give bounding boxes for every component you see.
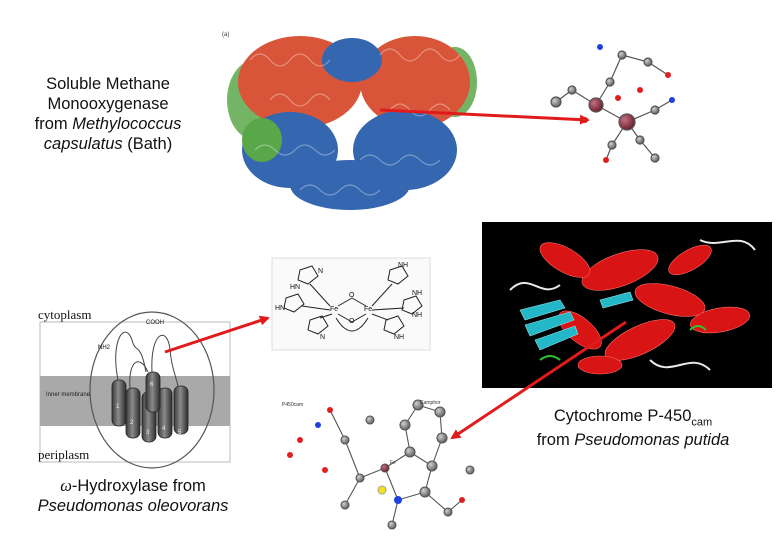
heme-active-site-model [287, 399, 475, 530]
heme-label-camphor: Camphor [420, 400, 441, 406]
mmo-strain: (Bath) [122, 135, 173, 154]
mmo-species: capsulatus [43, 135, 123, 154]
diiron-oxygen-top: O [349, 292, 355, 299]
diiron-atom-10: N [320, 334, 326, 341]
periplasm-label: periplasm [38, 447, 90, 462]
p450-name: Cytochrome P-450 [553, 407, 692, 425]
diiron-fe-left: Fe [330, 306, 339, 313]
helix-number-3: 3 [146, 430, 150, 436]
diiron-atom-2: HN [290, 284, 301, 291]
p450-caption: Cytochrome P-450cam from Pseudomonas put… [498, 406, 768, 450]
cytoplasm-label: cytoplasm [38, 307, 92, 322]
inner-membrane-label: Inner membrane [46, 392, 91, 398]
heme-label-fe: Fe [390, 460, 396, 466]
alkb-caption-line1: ω-Hydroxylase from [8, 476, 258, 496]
helix-number-6: 6 [150, 382, 154, 388]
alkb-caption-line2: Pseudomonas oleovorans [8, 496, 258, 516]
diiron-structure-drawing [271, 257, 431, 351]
diiron-atom-1: N [318, 268, 324, 275]
mmo-protein-structure: (a) [222, 32, 477, 210]
p450-protein-structure [482, 222, 772, 388]
p450-caption-from: from [536, 430, 575, 449]
diiron-oxygen-bottom: O [349, 318, 355, 325]
helix-number-4: 4 [162, 426, 166, 432]
diiron-atom-11: NH [394, 334, 405, 341]
mmo-caption-line2: Monooxygenase [47, 95, 169, 114]
alkb-caption-text: -Hydroxylase from [71, 477, 206, 495]
p450-caption-line2: from Pseudomonas putida [498, 430, 768, 450]
diiron-atom-12: NH [412, 290, 423, 297]
diiron-fe-right: Fe [364, 306, 373, 313]
arrow-p450-to-heme [450, 320, 627, 440]
arrow-mmo-to-active-site [379, 108, 590, 125]
mmo-panel-tag: (a) [222, 32, 229, 38]
diiron-atom-4: HN [275, 305, 286, 312]
mmo-active-site-model [550, 44, 675, 163]
connector-arrows [164, 108, 627, 440]
nh2-label: NH2 [98, 345, 111, 351]
mmo-caption-from: from [34, 115, 73, 134]
alkb-organism: Pseudomonas oleovorans [37, 497, 229, 516]
helix-number-1: 1 [116, 404, 120, 410]
cooh-label: COOH [146, 320, 164, 326]
p450-organism: Pseudomonas putida [574, 430, 730, 449]
helix-number-2: 2 [130, 420, 134, 426]
membrane-topology-figure [39, 311, 231, 469]
arrow-membrane-to-diiron [164, 315, 270, 354]
heme-label-p450cam: P450cam [282, 402, 304, 408]
mmo-caption-line3: from Methylococcus [8, 114, 208, 134]
mmo-caption: Soluble Methane Monooxygenase from Methy… [8, 74, 208, 155]
mmo-caption-line4: capsulatus (Bath) [8, 134, 208, 154]
alkb-caption: ω-Hydroxylase from Pseudomonas oleovoran… [8, 476, 258, 516]
helix-number-5: 5 [178, 430, 182, 436]
mmo-caption-line1: Soluble Methane [46, 75, 170, 93]
diiron-atom-3: NH [398, 262, 409, 269]
p450-caption-line1: Cytochrome P-450cam [498, 406, 768, 430]
diiron-atom-5: NH [412, 312, 423, 319]
omega-symbol: ω [60, 476, 72, 495]
mmo-genus: Methylococcus [72, 115, 182, 134]
p450-subscript: cam [691, 416, 713, 429]
